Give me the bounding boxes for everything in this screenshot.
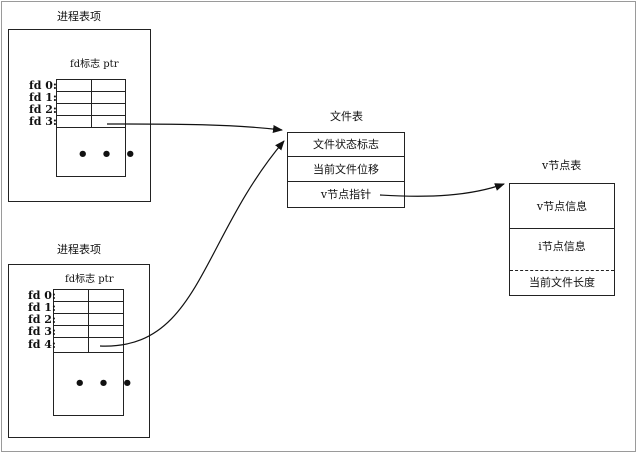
vnode-table-row-vnode-info: v节点信息 bbox=[510, 184, 614, 229]
fd-column-divider bbox=[91, 79, 92, 128]
process-table-1-header: fd标志 ptr bbox=[70, 59, 119, 70]
fd-label: fd 4: bbox=[28, 338, 56, 351]
process-table-2: fd标志 ptr fd 0: fd 1: fd 2: fd 3: fd 4: •… bbox=[8, 264, 150, 438]
fd-label: fd 3: bbox=[29, 115, 57, 128]
process-table-1: fd标志 ptr fd 0: fd 1: fd 2: fd 3: • • • bbox=[8, 29, 151, 202]
vnode-table-row-inode-info: i节点信息 bbox=[510, 229, 614, 271]
vnode-table-row-file-size: 当前文件长度 bbox=[529, 276, 595, 289]
fd-label: fd 1: bbox=[29, 91, 57, 104]
fd-column-divider bbox=[88, 289, 89, 353]
arrow-fd4-to-file-table bbox=[99, 140, 285, 347]
vnode-table-title: v节点表 bbox=[542, 159, 582, 172]
arrow-fd3-to-file-table bbox=[106, 123, 283, 133]
fd-label: fd 1: bbox=[28, 301, 56, 314]
file-table-row-status-flags: 文件状态标志 bbox=[288, 133, 404, 157]
vnode-table: v节点信息 i节点信息 当前文件长度 bbox=[509, 183, 615, 296]
ellipsis: • • • bbox=[77, 144, 140, 165]
ellipsis: • • • bbox=[74, 373, 137, 394]
fd-label: fd 2: bbox=[28, 313, 56, 326]
process-table-2-header: fd标志 ptr bbox=[65, 274, 114, 285]
process-table-2-title: 进程表项 bbox=[57, 243, 101, 256]
arrow-vnode-ptr-to-vnode-table bbox=[379, 183, 505, 197]
fd-label: fd 2: bbox=[29, 103, 57, 116]
process-table-1-title: 进程表项 bbox=[57, 10, 101, 23]
file-table-title: 文件表 bbox=[330, 110, 363, 123]
file-table-row-vnode-ptr: v节点指针 bbox=[320, 188, 372, 201]
fd-label: fd 0: bbox=[28, 289, 56, 302]
file-table-row-offset: 当前文件位移 bbox=[288, 157, 404, 182]
fd-label: fd 0: bbox=[29, 79, 57, 92]
fd-label: fd 3: bbox=[28, 325, 56, 338]
file-table: 文件状态标志 当前文件位移 v节点指针 bbox=[287, 132, 405, 208]
